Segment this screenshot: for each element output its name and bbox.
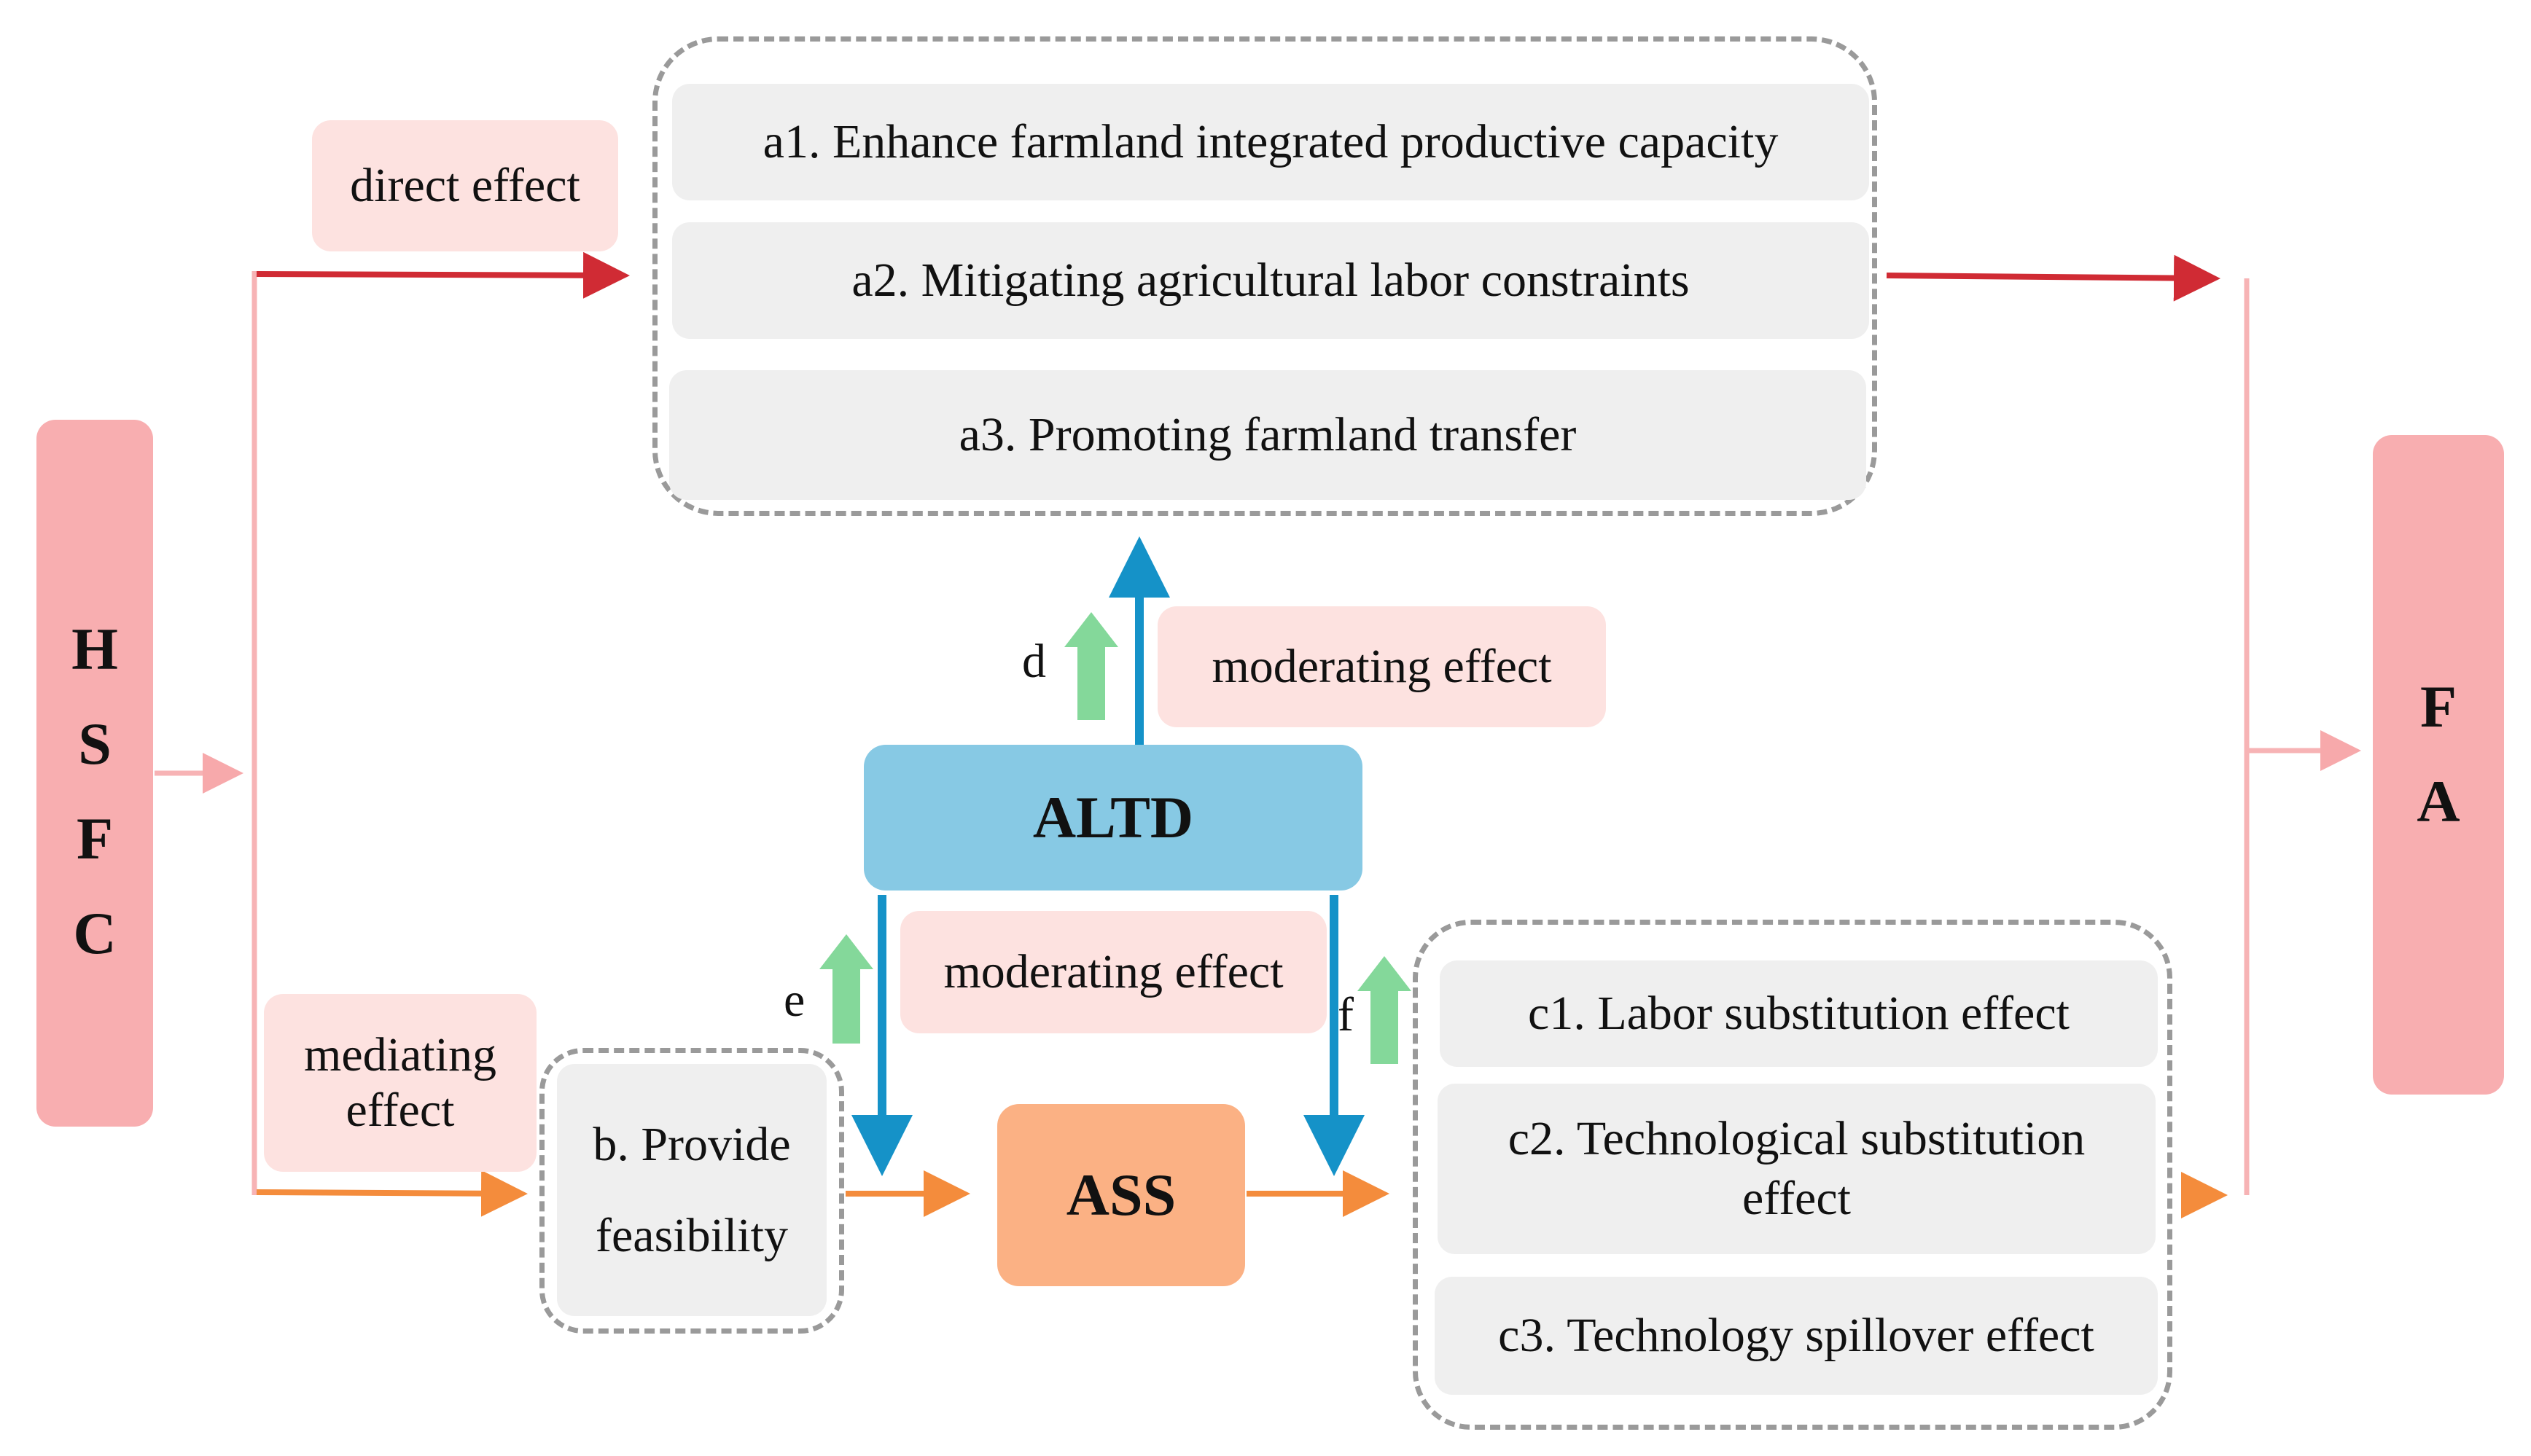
direct-arrow-in — [256, 251, 630, 299]
fa-letters: F A — [2373, 659, 2504, 849]
fa-letter: F — [2419, 673, 2457, 740]
hsfc-letter: C — [73, 900, 117, 966]
direct-effect-group — [652, 36, 1877, 516]
c2-line1: c2. Technological substitution — [1508, 1111, 2086, 1165]
increase-arrow-f — [1357, 956, 1411, 1064]
path-letter-f: f — [1338, 988, 1354, 1041]
mediating-effect-label: mediating effect — [264, 994, 537, 1172]
mediating-label-line2: effect — [346, 1084, 455, 1137]
b-line1: b. Provide — [593, 1117, 791, 1171]
mediating-label-line1: mediating — [304, 1028, 496, 1082]
increase-arrow-e — [819, 934, 873, 1044]
c-item-c3: c3. Technology spillover effect — [1435, 1277, 2158, 1395]
direct-arrow-out — [1886, 254, 2220, 302]
moderating-effect-label-mid: moderating effect — [900, 911, 1327, 1033]
ass-node: ASS — [997, 1104, 1245, 1286]
mediating-arrow-1 — [256, 1170, 528, 1217]
fa-node — [2373, 435, 2504, 1095]
direct-effect-label: direct effect — [312, 120, 618, 251]
hsfc-node: H S F C — [36, 420, 153, 1127]
hsfc-letter: H — [71, 616, 118, 682]
direct-item-a1: a1. Enhance farmland integrated producti… — [672, 84, 1869, 200]
direct-item-a2: a2. Mitigating agricultural labor constr… — [672, 222, 1869, 339]
altd-node: ALTD — [864, 745, 1362, 891]
hsfc-letter: F — [76, 805, 114, 872]
path-letter-e: e — [784, 974, 806, 1027]
b-line2: feasibility — [596, 1209, 788, 1262]
c-item-c1: c1. Labor substitution effect — [1440, 960, 2158, 1067]
c2-line2: effect — [1742, 1172, 1851, 1225]
direct-item-a3: a3. Promoting farmland transfer — [669, 370, 1866, 500]
c-effect-group — [1413, 920, 2172, 1430]
hsfc-letter: S — [78, 711, 112, 777]
moderating-effect-label-top: moderating effect — [1158, 606, 1606, 727]
b-provide-feasibility: b. Provide feasibility — [557, 1064, 827, 1316]
c-item-c2: c2. Technological substitution effect — [1438, 1084, 2156, 1254]
path-letter-d: d — [1022, 635, 1046, 688]
fa-letter: A — [2417, 768, 2460, 834]
increase-arrow-d — [1064, 612, 1118, 720]
b-group — [539, 1048, 844, 1334]
